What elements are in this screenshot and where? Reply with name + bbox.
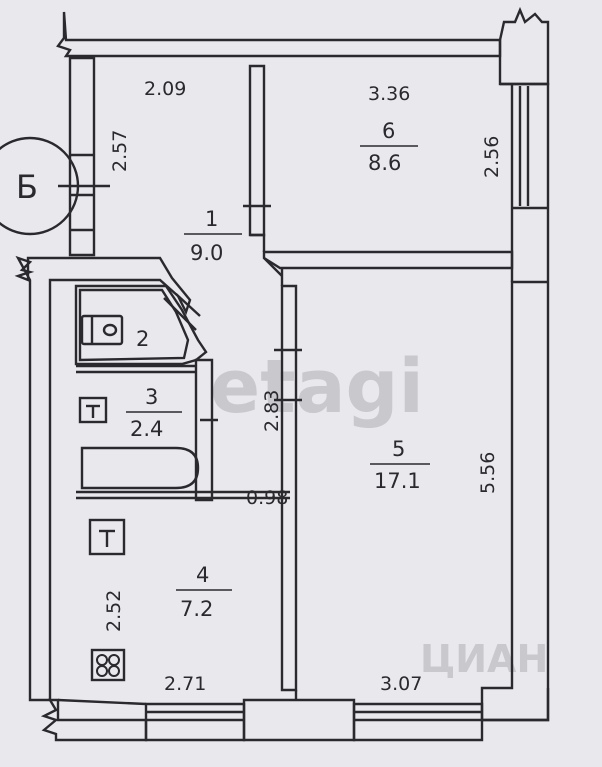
room-6-number: 6 bbox=[382, 119, 395, 143]
dim-niche-width: 0.98 bbox=[246, 487, 288, 509]
toilet-icon bbox=[80, 314, 124, 346]
dim-room6-length: 2.56 bbox=[481, 136, 503, 178]
right-exterior-wall bbox=[480, 82, 550, 722]
dim-kitchen-length: 2.52 bbox=[103, 590, 125, 632]
dim-room6-width: 3.36 bbox=[368, 83, 410, 105]
wc-door bbox=[163, 297, 197, 331]
room-4-number: 4 bbox=[196, 563, 209, 587]
dim-corridor-length: 2.83 bbox=[261, 390, 283, 432]
room-3-number: 3 bbox=[145, 385, 158, 409]
room-2-number: 2 bbox=[136, 327, 149, 351]
sink-icon bbox=[78, 396, 108, 424]
room-5-number: 5 bbox=[392, 437, 405, 461]
watermark-etagi: etagi bbox=[210, 344, 424, 430]
dim-room5-width: 3.07 bbox=[380, 673, 422, 695]
bathtub-icon bbox=[80, 446, 200, 490]
bottom-exterior-wall bbox=[40, 688, 550, 742]
room-6-area: 8.6 bbox=[368, 151, 401, 175]
wall-hall-room6 bbox=[243, 64, 271, 237]
section-label: Б bbox=[16, 168, 38, 206]
dim-hall-width: 2.09 bbox=[144, 78, 186, 100]
room-1-area: 9.0 bbox=[190, 241, 223, 265]
dim-hall-length: 2.57 bbox=[109, 130, 131, 172]
room-1-number: 1 bbox=[205, 207, 218, 231]
top-exterior-wall bbox=[56, 6, 550, 86]
dim-room5-length: 5.56 bbox=[477, 452, 499, 494]
kitchen-sink-icon bbox=[88, 518, 126, 556]
dim-kitchen-width: 2.71 bbox=[164, 673, 206, 695]
room-3-area: 2.4 bbox=[130, 417, 163, 441]
room-5-area: 17.1 bbox=[374, 469, 421, 493]
wall-room6-bottom bbox=[262, 250, 514, 270]
wall-corridor-room5 bbox=[274, 268, 302, 692]
room-4-area: 7.2 bbox=[180, 597, 213, 621]
watermark-cian: ЦИАН bbox=[420, 637, 548, 681]
left-mid-wall bbox=[14, 255, 192, 702]
window-room6 bbox=[518, 86, 530, 206]
left-upper-wall bbox=[68, 56, 96, 257]
stove-icon bbox=[90, 648, 126, 682]
fraction-bars bbox=[126, 145, 430, 591]
stove-burners bbox=[96, 654, 120, 677]
wc-bath-partitions bbox=[74, 284, 290, 502]
